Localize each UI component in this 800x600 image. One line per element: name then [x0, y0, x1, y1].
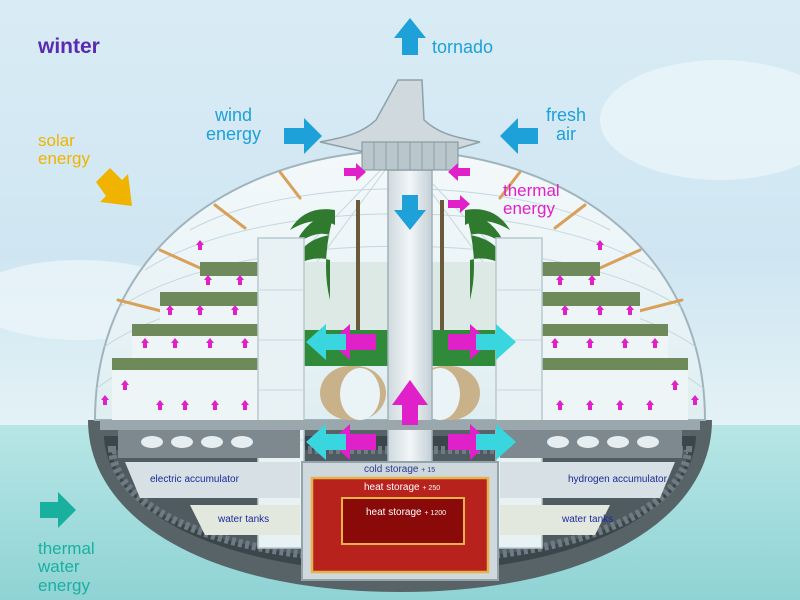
arrow-down-right-icon: [96, 168, 132, 206]
arrow-up-icon: [206, 338, 214, 348]
arrow-up-icon: [561, 305, 569, 315]
arrow-right-icon: [344, 163, 366, 181]
right-glass-tower: [495, 237, 543, 549]
thermal-water-energy-label: thermal water energy: [38, 539, 95, 595]
arrow-up-icon: [181, 400, 189, 410]
arrow-up-icon: [156, 400, 164, 410]
season-label: winter: [38, 35, 100, 58]
arrow-up-icon: [556, 275, 564, 285]
arrow-right-icon: [476, 324, 516, 360]
arrow-right-icon: [40, 492, 76, 528]
arrow-up-icon: [241, 338, 249, 348]
arrow-up-icon: [651, 338, 659, 348]
thermal-water-line-3: energy: [38, 575, 90, 595]
arrow-left-icon: [330, 424, 376, 460]
thermal-energy-label: thermal energy: [503, 181, 560, 219]
arch-opening-left: [340, 368, 380, 420]
arrow-up-icon: [101, 395, 109, 405]
arrow-up-icon: [204, 275, 212, 285]
arrow-left-icon: [448, 163, 470, 181]
arrow-up-icon: [141, 338, 149, 348]
arrow-left-icon: [330, 324, 376, 360]
arrow-right-icon: [284, 118, 322, 154]
thermal-water-line-2: water: [38, 557, 80, 577]
thermal-up-arrows: [101, 240, 699, 410]
arrow-up-icon: [616, 400, 624, 410]
solar-energy-line-1: solar: [38, 131, 75, 150]
floor-deck: [100, 420, 700, 430]
left-terraces: [112, 262, 260, 420]
heat-storage-outer-text: heat storage: [364, 482, 420, 493]
heat-storage-inner: [341, 497, 465, 545]
tornado-label: tornado: [432, 37, 494, 57]
arrow-up-icon: [231, 305, 239, 315]
arrow-left-icon: [500, 118, 538, 154]
wind-energy-label: wind energy: [206, 105, 262, 145]
heat-storage-outer-label: heat storage + 250: [364, 482, 441, 494]
arrow-up-icon: [166, 305, 174, 315]
arrow-up-icon: [588, 275, 596, 285]
heat-storage-inner-label: heat storage + 1200: [366, 507, 446, 519]
solar-energy-label: solar energy: [38, 131, 90, 169]
arrow-left-icon: [306, 324, 346, 360]
arrow-up-icon: [236, 275, 244, 285]
heat-storage-inner-text: heat storage: [366, 507, 422, 518]
palm-trees: [290, 200, 510, 330]
arrow-right-icon: [448, 195, 470, 213]
arrow-up-icon: [394, 18, 426, 55]
heat-storage-inner-value: + 1200: [424, 510, 446, 517]
cold-storage-value: + 15: [421, 467, 436, 474]
arrow-up-icon: [171, 338, 179, 348]
arrow-right-icon: [448, 324, 490, 360]
arrow-up-icon: [586, 338, 594, 348]
wind-energy-line-1: wind: [215, 105, 253, 125]
fresh-air-label: fresh air: [546, 105, 587, 145]
water-tanks-left-label: water tanks: [218, 514, 270, 525]
arrow-up-icon: [551, 338, 559, 348]
arrow-up-icon: [596, 305, 604, 315]
hydrogen-accumulator-room: [500, 462, 675, 498]
thermal-water-line-1: thermal: [38, 539, 95, 558]
arrow-up-icon: [596, 240, 604, 250]
arrow-up-icon: [621, 338, 629, 348]
arrow-up-icon: [626, 305, 634, 315]
arrow-right-icon: [448, 424, 490, 460]
arrow-up-icon: [392, 380, 428, 425]
solar-energy-line-2: energy: [38, 149, 90, 169]
arrow-down-icon: [394, 195, 426, 230]
heat-storage-outer-value: + 250: [422, 485, 441, 492]
center-terrace-left: [302, 262, 392, 330]
arrow-up-icon: [241, 400, 249, 410]
wind-energy-line-2: energy: [206, 124, 262, 145]
arrow-up-icon: [211, 400, 219, 410]
arrow-up-icon: [196, 240, 204, 250]
arrow-up-icon: [196, 305, 204, 315]
thermal-energy-line-1: thermal: [503, 181, 560, 200]
water-tanks-right-room: [500, 505, 610, 535]
hydrogen-accumulator-label: hydrogen accumulator: [568, 474, 667, 485]
water-tanks-left-room: [190, 505, 300, 535]
arrow-up-icon: [691, 395, 699, 405]
arrow-right-icon: [476, 424, 516, 460]
fresh-air-line-2: air: [556, 124, 577, 145]
left-glass-tower: [257, 237, 305, 549]
portholes: [141, 436, 659, 448]
water-tanks-right-label: water tanks: [562, 514, 614, 525]
cold-storage-text: cold storage: [364, 464, 419, 475]
arrow-up-icon: [586, 400, 594, 410]
electric-accumulator-room: [125, 462, 300, 498]
arrow-left-icon: [306, 424, 346, 460]
arrow-up-icon: [556, 400, 564, 410]
right-terraces: [540, 262, 688, 420]
thermal-energy-line-2: energy: [503, 199, 555, 219]
arrow-up-icon: [671, 380, 679, 390]
electric-accumulator-label: electric accumulator: [150, 474, 239, 485]
cold-storage-label: cold storage + 15: [364, 464, 436, 476]
cloud: [600, 60, 800, 180]
fresh-air-line-1: fresh: [546, 105, 587, 125]
arrow-up-icon: [646, 400, 654, 410]
arrow-up-icon: [121, 380, 129, 390]
